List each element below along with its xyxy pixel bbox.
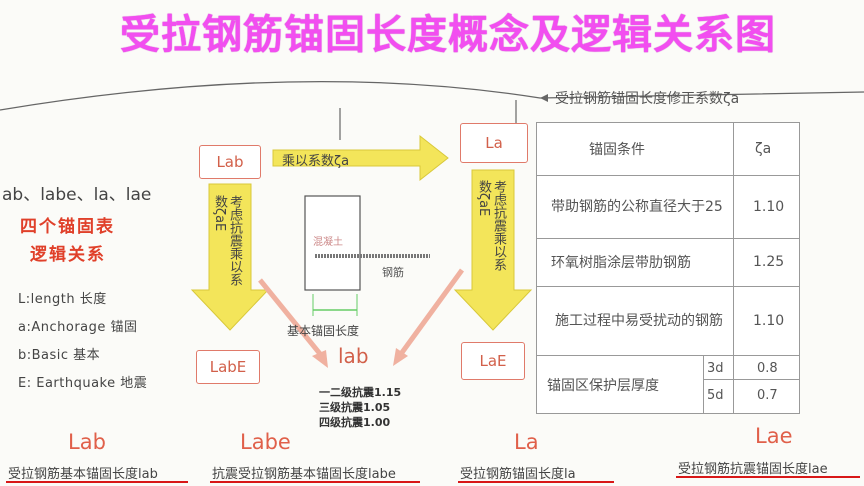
bottom-desc-lab: 受拉钢筋基本锚固长度lab — [8, 467, 158, 482]
cover-thickness-5d: 5d — [707, 387, 724, 403]
rebar-label: 钢筋 — [382, 266, 404, 279]
table-divider — [537, 286, 799, 287]
legend-anchorage: a:Anchorage 锚固 — [18, 320, 138, 335]
grade-1-2: 一二级抗震1.15 — [319, 386, 402, 399]
four-tables-heading: 四个锚固表 — [20, 217, 115, 237]
cover-value-3d: 0.8 — [757, 360, 778, 376]
arrow-top-shape — [272, 134, 449, 182]
diag-arrowhead-left — [312, 350, 328, 368]
table-row-value: 1.10 — [753, 313, 785, 329]
bottom-desc-la: 受拉钢筋锚固长度la — [460, 467, 576, 482]
diag-arrow-left — [258, 278, 327, 362]
box-labe: LabE — [196, 350, 260, 384]
lab-center-label: lab — [338, 344, 369, 368]
arrow-right-shape — [453, 169, 533, 331]
table-divider — [537, 238, 799, 239]
underline-labe — [210, 481, 420, 483]
table-divider — [733, 123, 734, 413]
concrete-block — [304, 195, 361, 291]
underline-lae — [676, 476, 860, 478]
bottom-label-la: La — [514, 430, 539, 454]
arrow-left-label: 考虑抗震乘以系数ζaE — [212, 195, 242, 286]
table-header-factor: ζa — [755, 141, 772, 157]
table-divider — [537, 355, 799, 356]
table-divider — [703, 379, 799, 380]
underline-la — [458, 481, 614, 483]
page-title: 受拉钢筋锚固长度概念及逻辑关系图 — [120, 12, 776, 58]
cover-value-5d: 0.7 — [757, 387, 778, 403]
arrow-right-label: 考虑抗震乘以系数ζaE — [476, 180, 506, 271]
factor-table: 锚固条件 ζa 带助钢筋的公称直径大于25 1.10 环氧树脂涂层带肋钢筋 1.… — [536, 122, 800, 414]
legend-length: L:length 长度 — [18, 292, 107, 307]
underline-lab — [6, 481, 188, 483]
bottom-desc-lae: 受拉钢筋抗震锚固长度lae — [678, 462, 828, 477]
factor-reference-label: 受拉钢筋锚固长度修正系数ζa — [555, 91, 740, 107]
connector-arrowhead — [540, 94, 548, 102]
table-divider — [703, 355, 704, 413]
table-row-condition: 施工过程中易受扰动的钢筋 — [555, 313, 723, 329]
table-divider — [537, 175, 799, 176]
table-row-value: 1.25 — [753, 254, 785, 270]
bottom-label-lab: Lab — [68, 430, 106, 454]
bottom-desc-labe: 抗震受拉钢筋基本锚固长度labe — [212, 467, 396, 482]
divider-curve — [0, 80, 864, 111]
box-la: La — [460, 123, 528, 163]
cover-thickness-label: 锚固区保护层厚度 — [547, 378, 659, 394]
concrete-label: 混凝土 — [313, 237, 343, 248]
bottom-label-lae: Lae — [755, 424, 793, 448]
box-lae: LaE — [461, 342, 525, 380]
cover-thickness-3d: 3d — [707, 360, 724, 376]
abbreviation-list: ab、labe、la、lae — [2, 185, 152, 205]
legend-basic: b:Basic 基本 — [18, 348, 101, 363]
arrow-left-shape — [190, 183, 270, 331]
diag-arrowhead-right — [393, 348, 408, 366]
grade-4: 四级抗震1.00 — [319, 416, 391, 429]
grade-3: 三级抗震1.05 — [319, 401, 391, 414]
basic-length-label: 基本锚固长度 — [287, 324, 360, 338]
logic-heading: 逻辑关系 — [30, 245, 106, 265]
table-row-value: 1.10 — [753, 199, 785, 215]
legend-earthquake: E: Earthquake 地震 — [18, 376, 148, 391]
table-header-condition: 锚固条件 — [589, 142, 645, 158]
table-row-condition: 带助钢筋的公称直径大于25 — [551, 199, 723, 215]
box-lab: Lab — [199, 145, 261, 179]
bottom-label-labe: Labe — [240, 430, 291, 454]
arrow-top-label: 乘以系数ζa — [282, 154, 350, 169]
diag-arrow-right — [395, 268, 465, 360]
table-row-condition: 环氧树脂涂层带肋钢筋 — [551, 255, 691, 271]
